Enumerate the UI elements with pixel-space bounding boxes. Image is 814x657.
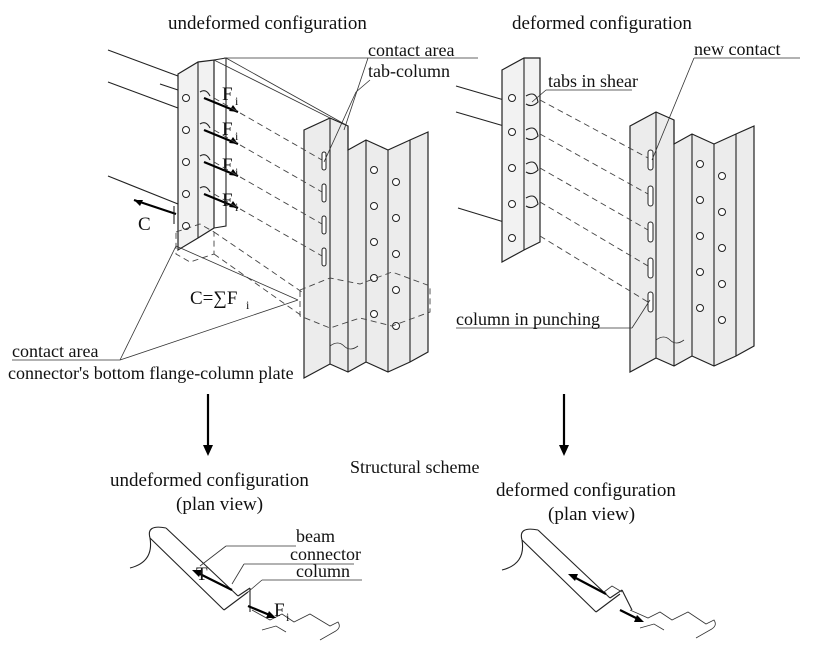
undeformed-leaders [12, 57, 478, 361]
sum-subscript: i [246, 298, 250, 312]
tension-label: T [196, 564, 208, 585]
down-arrow-left [203, 394, 213, 456]
force-labels: F i F i F i F i C [138, 84, 239, 235]
plan-deformed-subtitle: (plan view) [548, 504, 635, 525]
svg-text:i: i [235, 200, 239, 214]
svg-text:F: F [222, 155, 233, 176]
deformed-column [629, 111, 755, 374]
tab-column-label: tab-column [368, 61, 450, 81]
undeformed-force-arrows [133, 96, 239, 224]
plan-force-label: F [274, 600, 285, 621]
column-label: column [296, 561, 350, 581]
deformed-projection-lines [539, 99, 649, 303]
deformed-title: deformed configuration [512, 13, 692, 34]
deformed-beam-lines [455, 85, 505, 223]
deformed-leaders [456, 57, 800, 329]
plan-undeformed-title: undeformed configuration [110, 470, 309, 491]
down-arrow-right [559, 394, 569, 456]
undeformed-connector-plate [175, 57, 227, 263]
plan-deformed-title: deformed configuration [496, 480, 676, 501]
svg-text:C: C [138, 214, 151, 235]
bottom-flange-label: connector's bottom flange-column plate [8, 363, 294, 383]
column-in-punching-label: column in punching [456, 309, 600, 329]
plan-deformed-drawing [501, 528, 716, 639]
svg-text:i: i [235, 165, 239, 179]
svg-text:F: F [222, 84, 233, 105]
svg-text:i: i [235, 129, 239, 143]
structural-scheme-label: Structural scheme [350, 457, 479, 477]
plan-undeformed-subtitle: (plan view) [176, 494, 263, 515]
tabs-in-shear-label: tabs in shear [548, 71, 638, 91]
contact-area-label: contact area [368, 40, 454, 60]
svg-text:F: F [222, 119, 233, 140]
undeformed-beam-lines [107, 49, 179, 205]
deformed-connector-plate [501, 57, 541, 264]
new-contact-label: new contact [694, 39, 780, 59]
svg-text:F: F [222, 190, 233, 211]
sum-equation: C=∑F [190, 288, 238, 309]
beam-label: beam [296, 526, 335, 546]
plan-force-subscript: i [286, 610, 290, 624]
contact-area-bottom-label: contact area [12, 341, 98, 361]
undeformed-projection-lines [213, 57, 349, 317]
plan-undeformed-drawing [129, 526, 362, 641]
undeformed-column [299, 117, 431, 380]
undeformed-title: undeformed configuration [168, 13, 367, 34]
connector-label: connector [290, 544, 361, 564]
svg-text:i: i [235, 94, 239, 108]
